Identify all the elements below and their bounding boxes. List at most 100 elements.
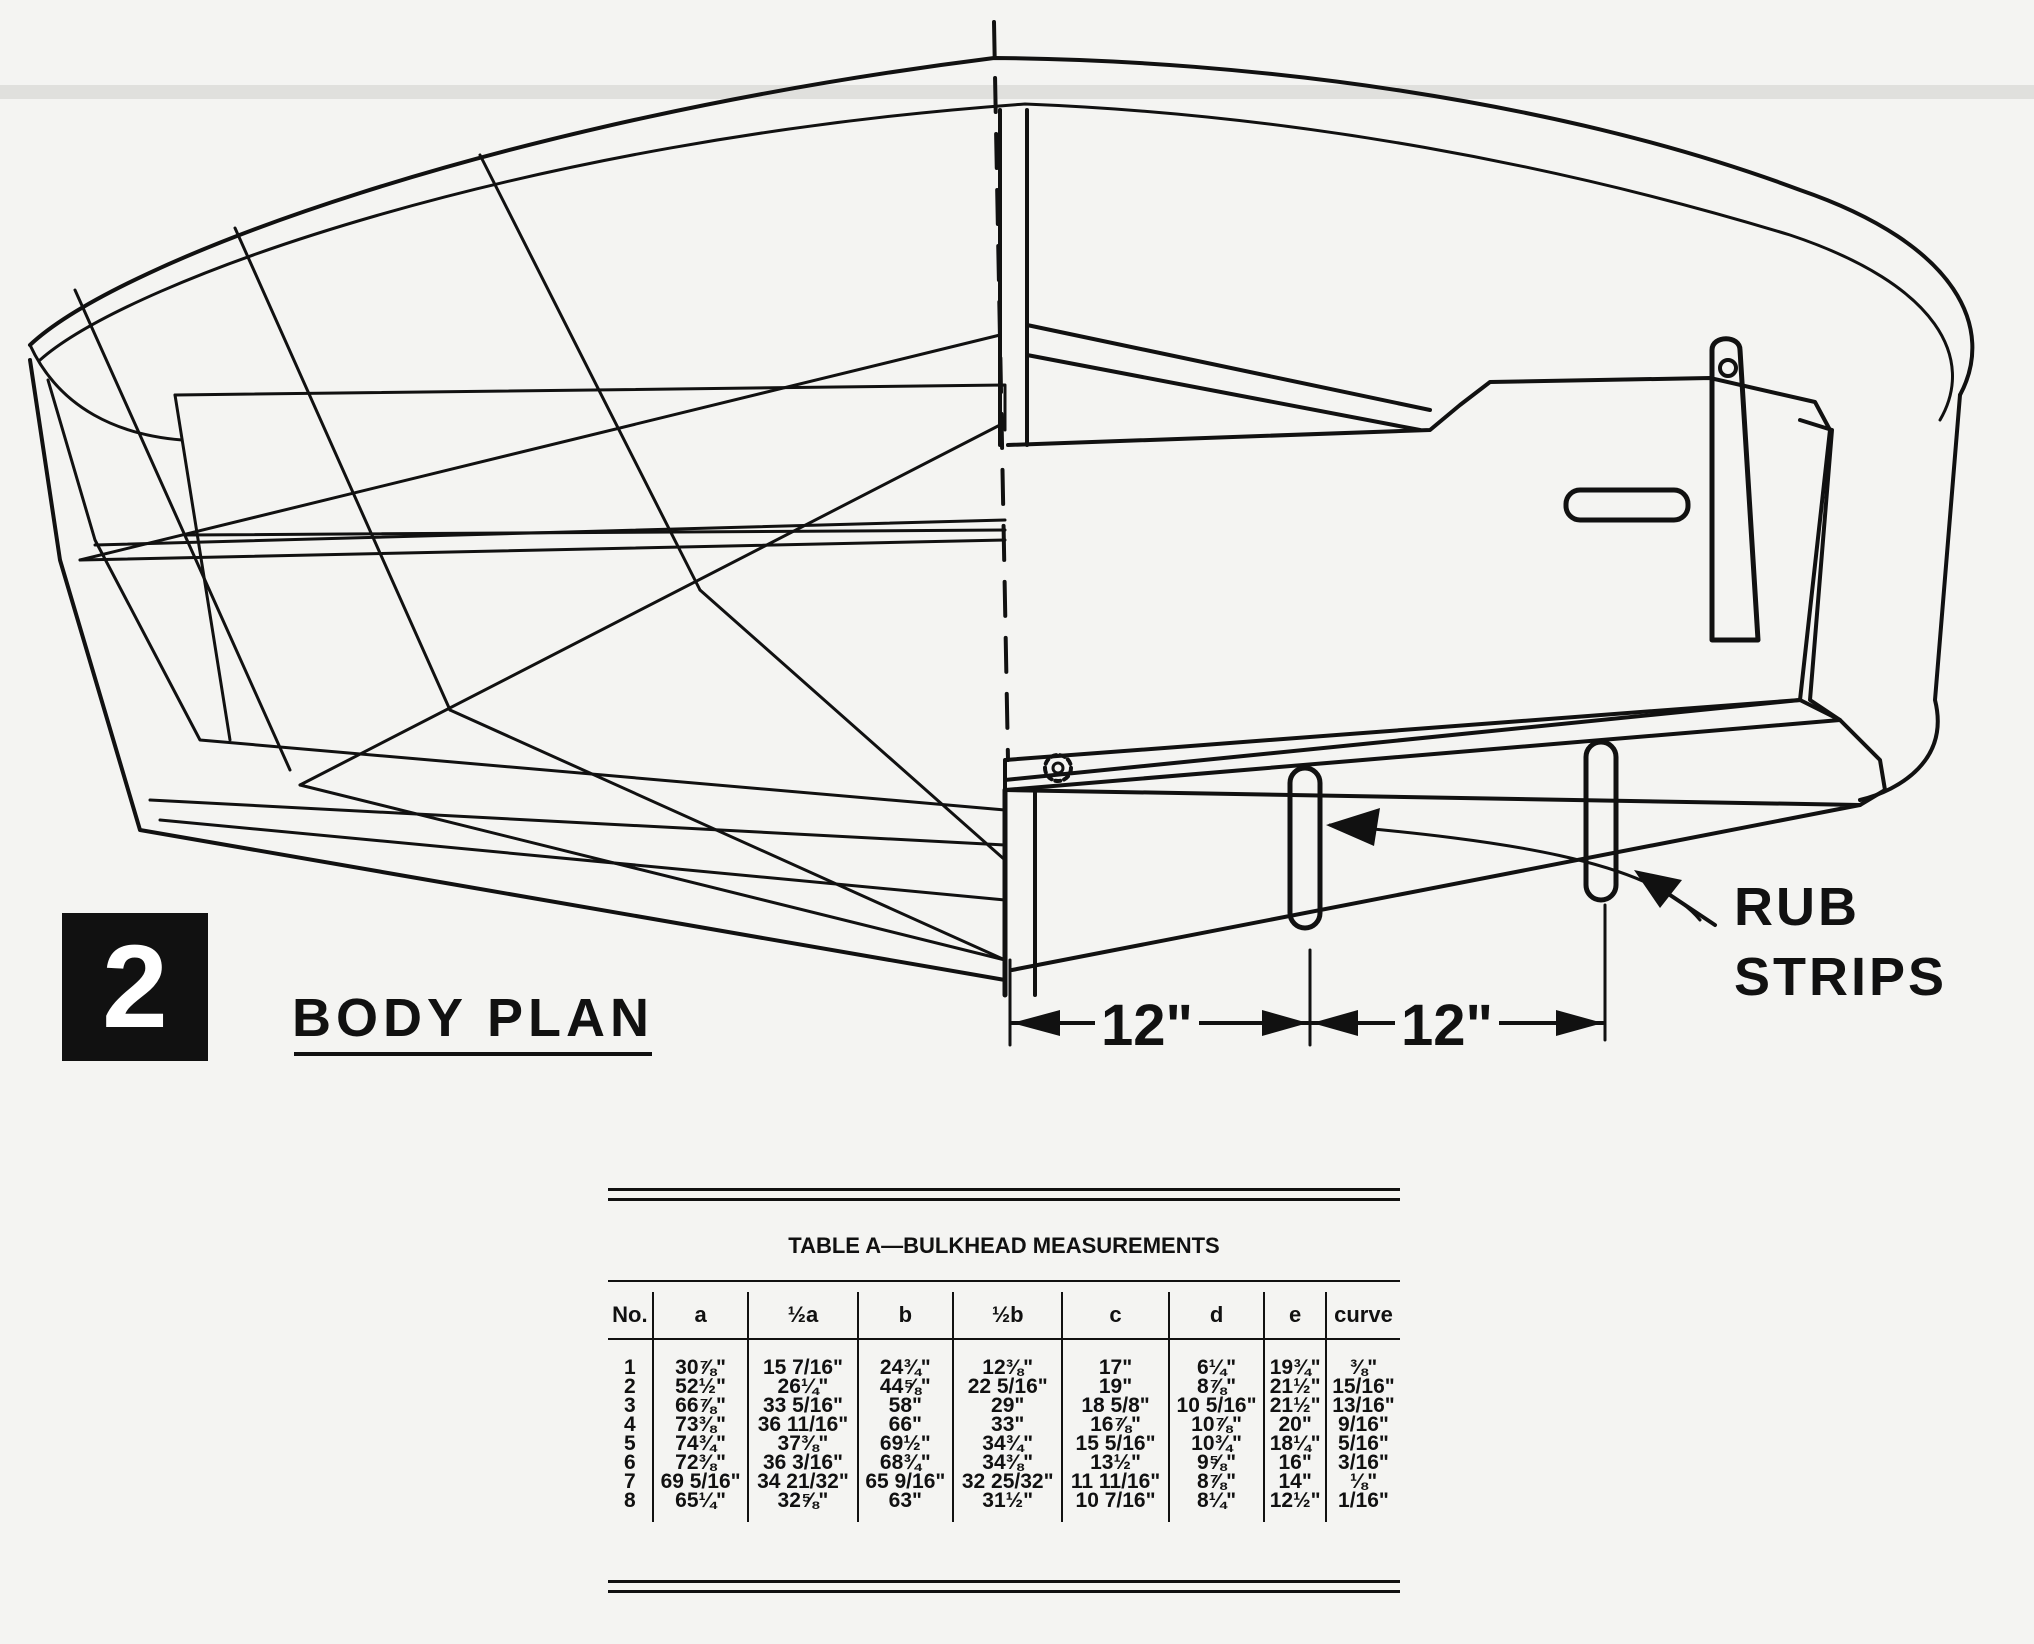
- figure-title-underline: [294, 1052, 652, 1056]
- table-cell: 26¼": [747, 1376, 858, 1397]
- table-cell: 8: [624, 1489, 636, 1512]
- dim-arrow-1: [1012, 1010, 1060, 1036]
- dimension-label-1: 12": [1095, 996, 1200, 1056]
- sheer-inner-line: [38, 102, 1954, 422]
- post-hole: [1718, 358, 1738, 378]
- table-cell: 14": [1263, 1471, 1326, 1492]
- table-cell: 32⅝": [747, 1490, 858, 1522]
- table-cell: 36 11/16": [747, 1414, 858, 1435]
- table-cell: 6: [624, 1451, 636, 1474]
- table-cell: 1: [624, 1356, 636, 1379]
- slot: [1563, 487, 1691, 523]
- rub-strips-callout: RUB STRIPS: [1734, 872, 1947, 1012]
- callout-line-2: STRIPS: [1734, 947, 1948, 1007]
- table-cell: 32 25/32": [952, 1471, 1063, 1492]
- bulkhead-outline: [173, 383, 1007, 432]
- deck-edge: [28, 343, 184, 442]
- table-cell: 52½": [651, 1376, 749, 1397]
- table-cell: 13½": [1061, 1452, 1169, 1473]
- chine-line-1: [78, 538, 1007, 562]
- brace-2: [1025, 353, 1422, 432]
- table-cell: 19¾": [1263, 1339, 1326, 1378]
- table-top-rule: [608, 1188, 1400, 1191]
- right-bulkhead: [1003, 376, 1832, 782]
- table-cell: ⅜": [1324, 1339, 1400, 1378]
- table-cell: 22 5/16": [952, 1376, 1063, 1397]
- diag-1: [73, 288, 292, 772]
- diag-3: [478, 153, 702, 592]
- callout-arrowhead-2: [1634, 870, 1682, 908]
- table-cell: 68¾": [856, 1452, 954, 1473]
- table-cell: 21½": [1263, 1376, 1326, 1397]
- table-cell: 65 9/16": [856, 1471, 954, 1492]
- table-cell: 29": [952, 1395, 1063, 1416]
- column-header: No.: [608, 1292, 653, 1340]
- table-cell: 30⅞": [651, 1339, 749, 1378]
- table-cell: 24¾": [856, 1339, 954, 1378]
- table-cell: 10 7/16": [1061, 1490, 1169, 1522]
- table-cell: 3/16": [1324, 1452, 1400, 1473]
- table-cell: 69 5/16": [651, 1471, 749, 1492]
- left-side-outer: [28, 358, 1007, 982]
- table-cell: 66": [856, 1414, 954, 1435]
- column-header: e: [1263, 1292, 1326, 1340]
- table-cell: 4: [624, 1413, 636, 1436]
- table-cell: 15 5/16": [1061, 1433, 1169, 1454]
- table-cell: 33 5/16": [747, 1395, 858, 1416]
- table-cell: 66⅞": [651, 1395, 749, 1416]
- brace-1: [1025, 323, 1432, 412]
- column-header: d: [1167, 1292, 1265, 1340]
- table-cell: 5/16": [1324, 1433, 1400, 1454]
- table-cell: 12½": [1263, 1490, 1326, 1522]
- table-cell: 7: [624, 1470, 636, 1493]
- column-header: curve: [1324, 1292, 1400, 1340]
- table-cell: 21½": [1263, 1395, 1326, 1416]
- table-cell: 63": [856, 1490, 954, 1522]
- table-bottom-rule-2: [608, 1590, 1400, 1593]
- table-cell: 6¼": [1167, 1339, 1265, 1378]
- table-bottom-rule: [608, 1580, 1400, 1583]
- post: [1709, 336, 1761, 643]
- table-cell: 34⅜": [952, 1452, 1063, 1473]
- column-header: b: [856, 1292, 954, 1340]
- dim-arrow-2: [1262, 1010, 1308, 1036]
- table-cell: 19": [1061, 1376, 1169, 1397]
- table-cell: 44⅝": [856, 1376, 954, 1397]
- table-cell: 10⅞": [1167, 1414, 1265, 1435]
- table-title: TABLE A—BULKHEAD MEASUREMENTS: [788, 1233, 1220, 1258]
- chine-line-3: [183, 528, 1007, 537]
- table-cell: 8⅞": [1167, 1376, 1265, 1397]
- column-header: c: [1061, 1292, 1169, 1340]
- dim-arrow-3: [1312, 1010, 1358, 1036]
- diag-2: [233, 226, 452, 712]
- table-cell: 18¼": [1263, 1433, 1326, 1454]
- rub-strip-2: [1583, 739, 1619, 903]
- table-cell: 9⅝": [1167, 1452, 1265, 1473]
- table-cell: 15 7/16": [747, 1339, 858, 1378]
- table-cell: 16⅞": [1061, 1414, 1169, 1435]
- diag-8: [158, 818, 1007, 902]
- table-cell: 31½": [952, 1490, 1063, 1522]
- table-top-rule-2: [608, 1198, 1400, 1201]
- rub-strip-1: [1287, 765, 1323, 931]
- table-cell: 58": [856, 1395, 954, 1416]
- table-cell: 10¾": [1167, 1433, 1265, 1454]
- keel-strip: [1003, 698, 1842, 792]
- dim-arrow-4: [1556, 1010, 1603, 1036]
- table-cell: 69½": [856, 1433, 954, 1454]
- table-cell: 12⅜": [952, 1339, 1063, 1378]
- left-side-inner: [46, 378, 1007, 812]
- figure-number-badge: 2: [62, 913, 208, 1061]
- table-cell: 2: [624, 1375, 636, 1398]
- table-cell: 65¼": [651, 1490, 749, 1522]
- column-header: ½b: [952, 1292, 1063, 1340]
- table-cell: 16": [1263, 1452, 1326, 1473]
- table-cell: 8¼": [1167, 1490, 1265, 1522]
